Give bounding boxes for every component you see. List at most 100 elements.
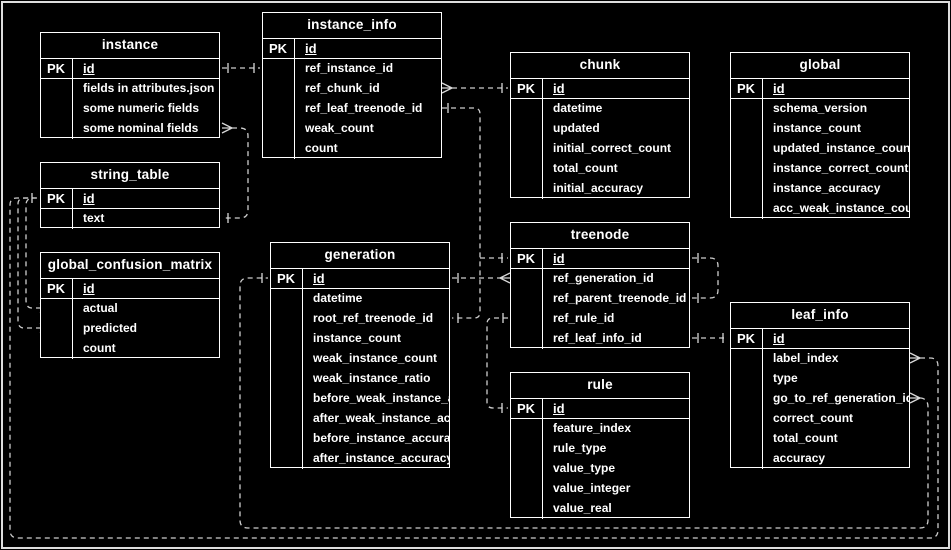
field-row: ref_parent_treenode_id (511, 289, 689, 309)
rel-instance-nominal-fields-to-string_table-text (221, 122, 249, 223)
field-row: count (263, 139, 441, 159)
field-row: fields in attributes.json (41, 79, 219, 99)
pk-column-spacer (41, 99, 73, 119)
pk-column-spacer (511, 289, 543, 309)
pk-label: PK (511, 249, 543, 268)
field-name: datetime (553, 101, 603, 115)
pk-label: PK (41, 279, 73, 298)
pk-column-spacer (41, 319, 73, 339)
pk-column-spacer (511, 309, 543, 329)
table-title-leaf_info: leaf_info (731, 303, 909, 329)
field-name: value_real (553, 501, 612, 515)
field-name: ref_instance_id (305, 61, 394, 75)
pk-label: PK (41, 189, 73, 208)
field-name: label_index (773, 351, 839, 365)
field-row: root_ref_treenode_id (271, 309, 449, 329)
field-row: actual (41, 299, 219, 319)
pk-column-spacer (511, 329, 543, 349)
field-row: weak_instance_ratio (271, 369, 449, 389)
pk-field-name: id (83, 281, 95, 296)
pk-field-name: id (773, 81, 785, 96)
table-title-instance: instance (41, 33, 219, 59)
field-row: accuracy (731, 449, 909, 469)
pk-column-spacer (511, 499, 543, 519)
rel-generation-id-to-treenode-ref_generation_id (452, 272, 511, 284)
rel-leaf_info-label_index-to-string_table-id (9, 193, 939, 539)
pk-column-spacer (271, 369, 303, 389)
pk-column-spacer (263, 99, 295, 119)
field-row: weak_count (263, 119, 441, 139)
field-name: weak_instance_count (313, 351, 438, 365)
field-name: count (305, 141, 338, 155)
pk-column-spacer (511, 99, 543, 119)
field-row: value_type (511, 459, 689, 479)
pk-label: PK (511, 79, 543, 98)
field-name: predicted (83, 321, 138, 335)
field-name: type (773, 371, 798, 385)
pk-field-name: id (553, 401, 565, 416)
field-name: text (83, 211, 105, 225)
pk-column-spacer (511, 439, 543, 459)
field-row: ref_leaf_info_id (511, 329, 689, 349)
field-row: ref_chunk_id (263, 79, 441, 99)
field-name: initial_correct_count (553, 141, 672, 155)
field-name: root_ref_treenode_id (313, 311, 434, 325)
field-row: correct_count (731, 409, 909, 429)
field-row: before_instance_accuracy (271, 429, 449, 449)
field-name: ref_parent_treenode_id (553, 291, 687, 305)
field-row: rule_type (511, 439, 689, 459)
pk-column-spacer (271, 329, 303, 349)
pk-column-spacer (263, 59, 295, 79)
field-row: instance_correct_count (731, 159, 909, 179)
pk-column-spacer (731, 409, 763, 429)
pk-column-spacer (271, 289, 303, 309)
field-row: instance_count (271, 329, 449, 349)
field-name: updated (553, 121, 600, 135)
table-title-instance_info: instance_info (263, 13, 441, 39)
field-name: after_instance_accuracy (313, 451, 449, 465)
field-name: updated_instance_count (773, 141, 909, 155)
pk-column-spacer (511, 119, 543, 139)
field-row: type (731, 369, 909, 389)
pk-column-spacer (41, 299, 73, 319)
field-name: some nominal fields (83, 121, 199, 135)
pk-field-name: id (553, 81, 565, 96)
field-name: actual (83, 301, 118, 315)
field-name: ref_chunk_id (305, 81, 380, 95)
field-row: predicted (41, 319, 219, 339)
table-title-rule: rule (511, 373, 689, 399)
field-row: value_integer (511, 479, 689, 499)
field-row: instance_count (731, 119, 909, 139)
field-row: after_instance_accuracy (271, 449, 449, 469)
pk-column-spacer (41, 79, 73, 99)
field-row: feature_index (511, 419, 689, 439)
field-row: updated (511, 119, 689, 139)
pk-field-name: id (773, 331, 785, 346)
field-row: updated_instance_count (731, 139, 909, 159)
field-row: go_to_ref_generation_id (731, 389, 909, 409)
field-name: correct_count (773, 411, 854, 425)
pk-column-spacer (511, 419, 543, 439)
pk-field-name: id (313, 271, 325, 286)
field-row: initial_accuracy (511, 179, 689, 199)
field-row: ref_instance_id (263, 59, 441, 79)
rel-instance-id-to-instance_info-ref_instance_id (222, 63, 260, 73)
pk-column-spacer (263, 139, 295, 159)
pk-label: PK (271, 269, 303, 288)
field-name: before_instance_accuracy (313, 431, 449, 445)
field-row: some numeric fields (41, 99, 219, 119)
field-name: rule_type (553, 441, 607, 455)
field-row: some nominal fields (41, 119, 219, 139)
